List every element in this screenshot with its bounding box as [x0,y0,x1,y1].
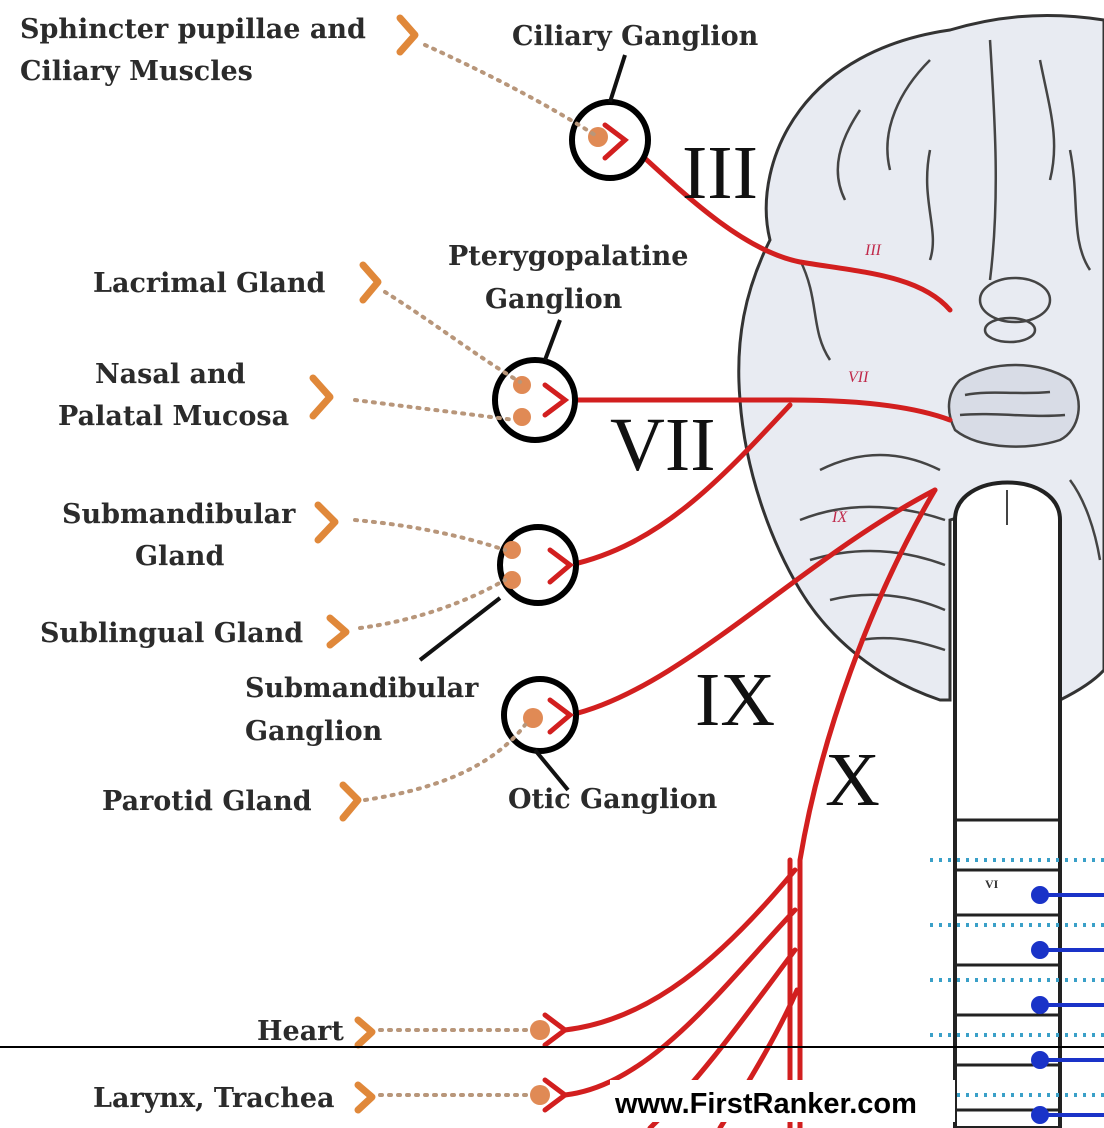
brain-label-VII: VII [848,369,869,386]
label-sphincter-line2: Ciliary Muscles [20,56,253,87]
label-heart: Heart [257,1016,344,1047]
label-submand-gang-line2: Ganglion [245,716,383,747]
label-larynx-trachea: Larynx, Trachea [93,1083,335,1114]
nerve-label-X: X [825,738,880,822]
footer-watermark: www.FirstRanker.com [614,1088,917,1120]
chevron-right-icon [330,618,346,645]
label-submand-gang-line1: Submandibular [245,673,479,704]
label-ciliary-ganglion: Ciliary Ganglion [512,21,759,52]
label-otic-ganglion: Otic Ganglion [508,784,718,815]
label-nasal-line1: Nasal and [95,359,246,390]
brain-label-IX: IX [831,509,848,526]
chevron-right-icon [363,265,378,300]
chevron-right-icon [318,505,335,540]
chevron-right-icon [358,1085,372,1110]
label-submand-gland-line2: Gland [135,541,224,572]
label-pterygo-line2: Ganglion [485,284,623,315]
otic-ganglion [504,679,576,751]
label-parotid-gland: Parotid Gland [102,786,312,817]
nerve-label-III: III [682,131,758,215]
spinal-cord: VI [955,483,1060,1128]
submandibular-ganglion [500,527,576,603]
label-pterygo-line1: Pterygopalatine [448,241,688,272]
label-nasal-line2: Palatal Mucosa [58,401,289,432]
chevron-icons [313,18,415,1110]
label-sphincter-line1: Sphincter pupillae and [20,14,366,45]
nerve-label-VII: VII [610,403,716,487]
chevron-right-icon [400,18,415,52]
label-lacrimal-gland: Lacrimal Gland [93,268,326,299]
spinal-level-label: VI [985,877,999,891]
chevron-right-icon [313,378,330,416]
chevron-right-icon [343,785,358,818]
label-submand-gland-line1: Submandibular [62,499,296,530]
chevron-right-icon [358,1020,372,1045]
ciliary-ganglion [572,102,648,178]
brain-label-III: III [864,242,882,259]
nerve-label-IX: IX [695,658,775,742]
label-sublingual-gland: Sublingual Gland [40,618,303,649]
